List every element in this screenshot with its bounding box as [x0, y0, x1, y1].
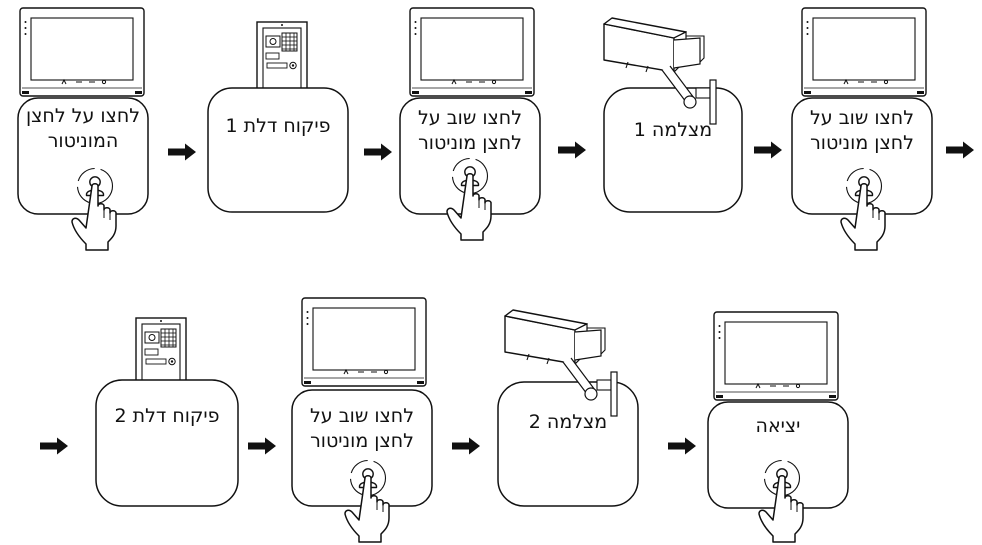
- step-8-card: [497, 309, 639, 507]
- flow-arrow-icon: [168, 143, 196, 161]
- step-9-line-1: יציאה: [755, 415, 801, 437]
- step-3-card: [399, 7, 541, 241]
- flow-arrow-icon: [754, 141, 782, 159]
- flow-arrow-icon: [452, 437, 480, 455]
- step-7-line-2: לחצן מוניטור: [310, 430, 414, 452]
- step-1-line-2: המוניטור: [47, 130, 119, 152]
- monitor-icon: [713, 311, 839, 401]
- step-3-line-2: לחצן מוניטור: [418, 132, 522, 154]
- step-2-card: [207, 21, 349, 213]
- step-1-line-1: לחצו על לחצן: [25, 105, 141, 127]
- step-5-label: לחצו שוב על לחצן מוניטור: [792, 106, 932, 156]
- step-7-label: לחצו שוב על לחצן מוניטור: [292, 404, 432, 454]
- monitor-icon: [409, 7, 535, 97]
- step-5-card: [791, 7, 933, 251]
- step-3-label: לחצו שוב על לחצן מוניטור: [400, 106, 540, 156]
- step-4-line-1: מצלמה 1: [633, 119, 713, 141]
- monitor-icon: [301, 297, 427, 387]
- step-2-line-1: פיקוח דלת 1: [225, 115, 331, 137]
- monitor-icon: [19, 7, 145, 97]
- step-5-line-1: לחצו שוב על: [809, 107, 915, 129]
- flow-arrow-icon: [946, 141, 974, 159]
- step-6-card: [95, 317, 239, 507]
- step-4-card: [603, 17, 743, 213]
- flow-arrow-icon: [364, 143, 392, 161]
- step-5-line-2: לחצן מוניטור: [810, 132, 914, 154]
- step-4-label: מצלמה 1: [604, 118, 742, 143]
- step-6-line-1: פיקוח דלת 2: [114, 405, 220, 427]
- flow-arrow-icon: [668, 437, 696, 455]
- step-8-label: מצלמה 2: [498, 410, 638, 435]
- step-1-label: לחצו על לחצן המוניטור: [18, 104, 148, 154]
- step-9-card: [707, 311, 849, 543]
- step-8-line-1: מצלמה 2: [528, 411, 608, 433]
- flow-arrow-icon: [558, 141, 586, 159]
- step-7-card: [291, 297, 433, 543]
- monitor-icon: [801, 7, 927, 97]
- step-7-line-1: לחצו שוב על: [309, 405, 415, 427]
- step-1-card: [17, 7, 149, 251]
- step-6-label: פיקוח דלת 2: [96, 404, 238, 429]
- step-9-label: יציאה: [708, 414, 848, 439]
- step-2-label: פיקוח דלת 1: [208, 114, 348, 139]
- flow-arrow-icon: [248, 437, 276, 455]
- step-3-line-1: לחצו שוב על: [417, 107, 523, 129]
- flow-arrow-icon: [40, 437, 68, 455]
